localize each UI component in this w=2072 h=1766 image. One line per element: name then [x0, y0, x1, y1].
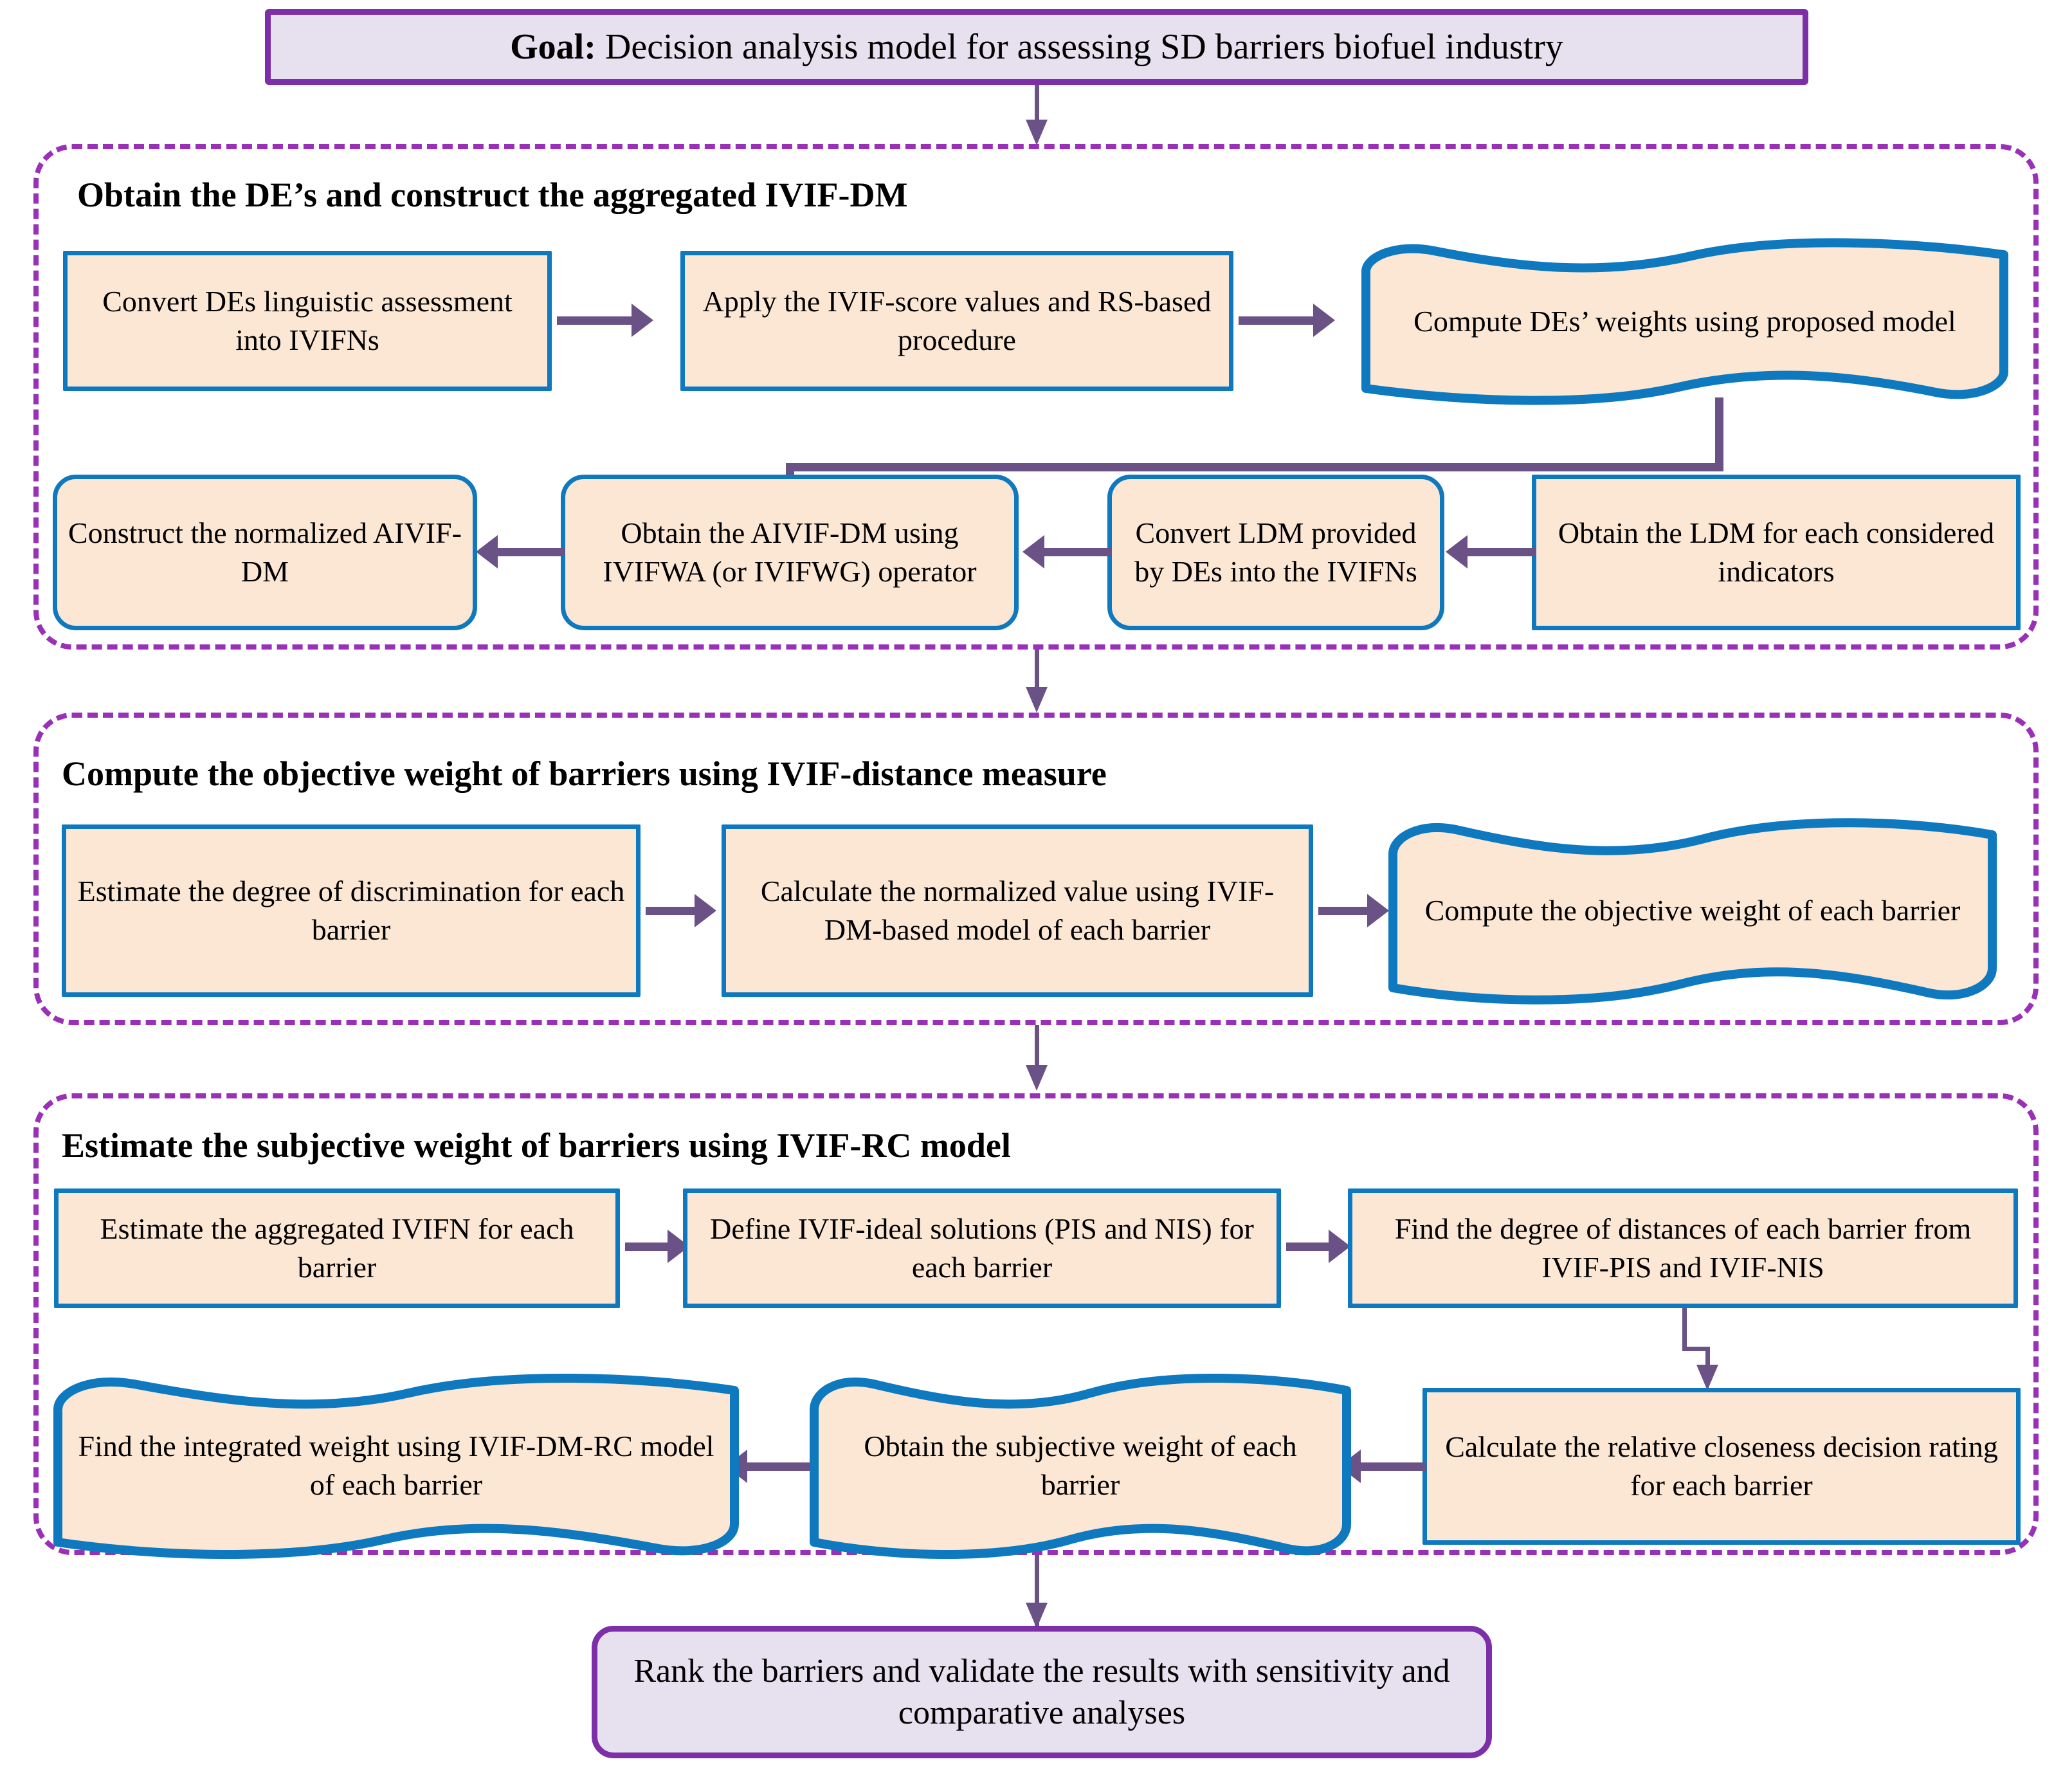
arrowhead-goal-to-group1	[1026, 120, 1048, 145]
group-1-title: Obtain the DE’s and construct the aggreg…	[77, 176, 908, 214]
goal-text: Goal: Decision analysis model for assess…	[510, 24, 1563, 69]
wavy-shape	[810, 1373, 1351, 1560]
group-1-frame	[33, 144, 2039, 650]
step-g3-s2[interactable]: Define IVIF-ideal solutions (PIS and NIS…	[683, 1188, 1281, 1308]
connector-group3-to-final	[1035, 1555, 1039, 1628]
step-g3-s6[interactable]: Find the integrated weight using IVIF-DM…	[49, 1370, 743, 1561]
connector-g1-s5-to-s6	[1042, 548, 1111, 556]
step-g1-s5[interactable]: Convert LDM provided by DEs into the IVI…	[1107, 475, 1444, 630]
arrowhead-group3-to-final	[1026, 1603, 1048, 1628]
final-label: Rank the barriers and validate the resul…	[633, 1653, 1450, 1731]
goal-body: Decision analysis model for assessing SD…	[604, 27, 1563, 67]
group-2-title: Compute the objective weight of barriers…	[62, 754, 1107, 793]
step-g3-s5[interactable]: Obtain the subjective weight of each bar…	[805, 1370, 1356, 1561]
wavy-shape	[53, 1373, 739, 1560]
step-g1-s2[interactable]: Apply the IVIF-score values and RS-based…	[680, 251, 1233, 391]
step-g2-s3-label: Compute the objective weight of each bar…	[1424, 894, 1961, 927]
step-g1-s4-label: Obtain the LDM for each considered indic…	[1558, 516, 1995, 588]
step-g2-s1[interactable]: Estimate the degree of discrimination fo…	[62, 824, 641, 997]
connector-g1-s4-to-s5	[1465, 548, 1536, 556]
step-g2-s2[interactable]: Calculate the normalized value using IVI…	[722, 824, 1313, 997]
step-g2-s2-label: Calculate the normalized value using IVI…	[760, 875, 1275, 946]
group-2-frame	[33, 713, 2039, 1025]
connector-g3-s1-to-s2	[625, 1243, 671, 1251]
step-g2-s3[interactable]: Compute the objective weight of each bar…	[1384, 815, 2001, 1006]
step-g1-s1[interactable]: Convert DEs linguistic assessment into I…	[63, 251, 552, 391]
arrowhead-g1-s6-to-s7	[476, 535, 498, 569]
wavy-shape	[1388, 818, 1997, 1005]
group-3-frame	[33, 1093, 2039, 1555]
final-result-box: Rank the barriers and validate the resul…	[592, 1626, 1492, 1758]
group-3-title: Estimate the subjective weight of barrie…	[62, 1126, 1011, 1165]
step-g1-s6-label: Obtain the AIVIF-DM using IVIFWA (or IVI…	[603, 516, 977, 588]
connector-g1-s2-to-s3	[1239, 316, 1316, 325]
connector-g3-s3-down	[1682, 1308, 1687, 1347]
arrowhead-g2-s1-to-s2	[695, 894, 716, 927]
arrowhead-g1-s2-to-s3	[1313, 304, 1335, 337]
connector-g3-s5-to-s6	[746, 1462, 810, 1471]
connector-group1-to-group2	[1035, 650, 1039, 706]
arrowhead-g1-s1-to-s2	[632, 304, 653, 337]
connector-g1-elbow	[786, 463, 1723, 471]
step-g3-s6-label: Find the integrated weight using IVIF-DM…	[78, 1430, 714, 1501]
connector-g3-s4-to-s5	[1358, 1462, 1426, 1471]
step-g1-s2-label: Apply the IVIF-score values and RS-based…	[702, 285, 1212, 356]
step-g3-s2-label: Define IVIF-ideal solutions (PIS and NIS…	[710, 1212, 1254, 1284]
connector-goal-to-group1	[1035, 85, 1039, 134]
step-g2-s1-label: Estimate the degree of discrimination fo…	[77, 875, 625, 946]
arrowhead-g1-s5-to-s6	[1022, 535, 1044, 569]
step-g1-s3-label: Compute DEs’ weights using proposed mode…	[1413, 305, 1956, 338]
connector-g3-s2-to-s3	[1286, 1243, 1332, 1251]
step-g3-s3[interactable]: Find the degree of distances of each bar…	[1348, 1188, 2018, 1308]
step-g3-s3-label: Find the degree of distances of each bar…	[1394, 1212, 1972, 1284]
arrowhead-group2-to-group3	[1026, 1065, 1048, 1091]
step-g3-s5-label: Obtain the subjective weight of each bar…	[864, 1430, 1297, 1501]
step-g3-s4-label: Calculate the relative closeness decisio…	[1445, 1430, 1998, 1502]
arrowhead-g2-s2-to-s3	[1367, 894, 1389, 927]
step-g1-s5-label: Convert LDM provided by DEs into the IVI…	[1134, 516, 1417, 588]
step-g3-s1-label: Estimate the aggregated IVIFN for each b…	[100, 1212, 574, 1284]
step-g3-s4[interactable]: Calculate the relative closeness decisio…	[1422, 1388, 2021, 1545]
arrowhead-g3-s2-to-s3	[1329, 1230, 1350, 1263]
arrowhead-group1-to-group2	[1026, 687, 1048, 713]
connector-g3-s3-jog	[1682, 1347, 1709, 1351]
step-g1-s6[interactable]: Obtain the AIVIF-DM using IVIFWA (or IVI…	[561, 475, 1019, 630]
wavy-shape	[1361, 238, 2008, 405]
arrowhead-g1-s4-to-s5	[1446, 535, 1468, 569]
connector-g2-s1-to-s2	[646, 907, 698, 915]
connector-g1-s6-to-s7	[495, 548, 565, 556]
connector-g1-s1-to-s2	[557, 316, 634, 325]
connector-g2-s2-to-s3	[1318, 907, 1371, 915]
step-g1-s1-label: Convert DEs linguistic assessment into I…	[102, 285, 513, 356]
arrowhead-g3-s3-to-s4	[1696, 1365, 1718, 1390]
step-g1-s7[interactable]: Construct the normalized AIVIF-DM	[53, 475, 477, 630]
step-g1-s3[interactable]: Compute DEs’ weights using proposed mode…	[1357, 238, 2013, 405]
goal-prefix: Goal:	[510, 27, 596, 67]
connector-g1-s3-down	[1715, 397, 1723, 463]
step-g1-s4[interactable]: Obtain the LDM for each considered indic…	[1532, 475, 2021, 630]
connector-group2-to-group3	[1035, 1025, 1039, 1086]
step-g1-s7-label: Construct the normalized AIVIF-DM	[68, 516, 462, 588]
goal-box: Goal: Decision analysis model for assess…	[265, 9, 1808, 85]
step-g3-s1[interactable]: Estimate the aggregated IVIFN for each b…	[54, 1188, 620, 1308]
